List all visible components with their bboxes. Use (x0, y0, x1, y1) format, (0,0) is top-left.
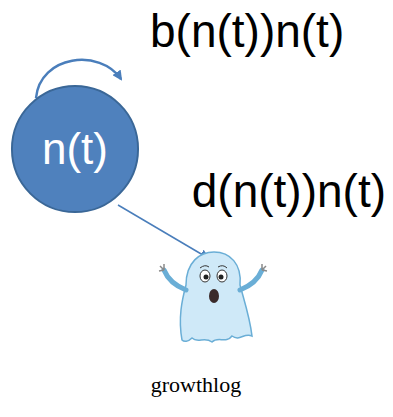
rate-label: d(n(t))n(t) (192, 166, 386, 217)
rate-label: b(n(t))n(t) (150, 6, 344, 57)
population-circle: n(t) (10, 84, 140, 214)
node-text: n(t) (42, 127, 108, 171)
figure-caption: growthlog (151, 372, 241, 398)
ghost-picture (159, 252, 267, 342)
